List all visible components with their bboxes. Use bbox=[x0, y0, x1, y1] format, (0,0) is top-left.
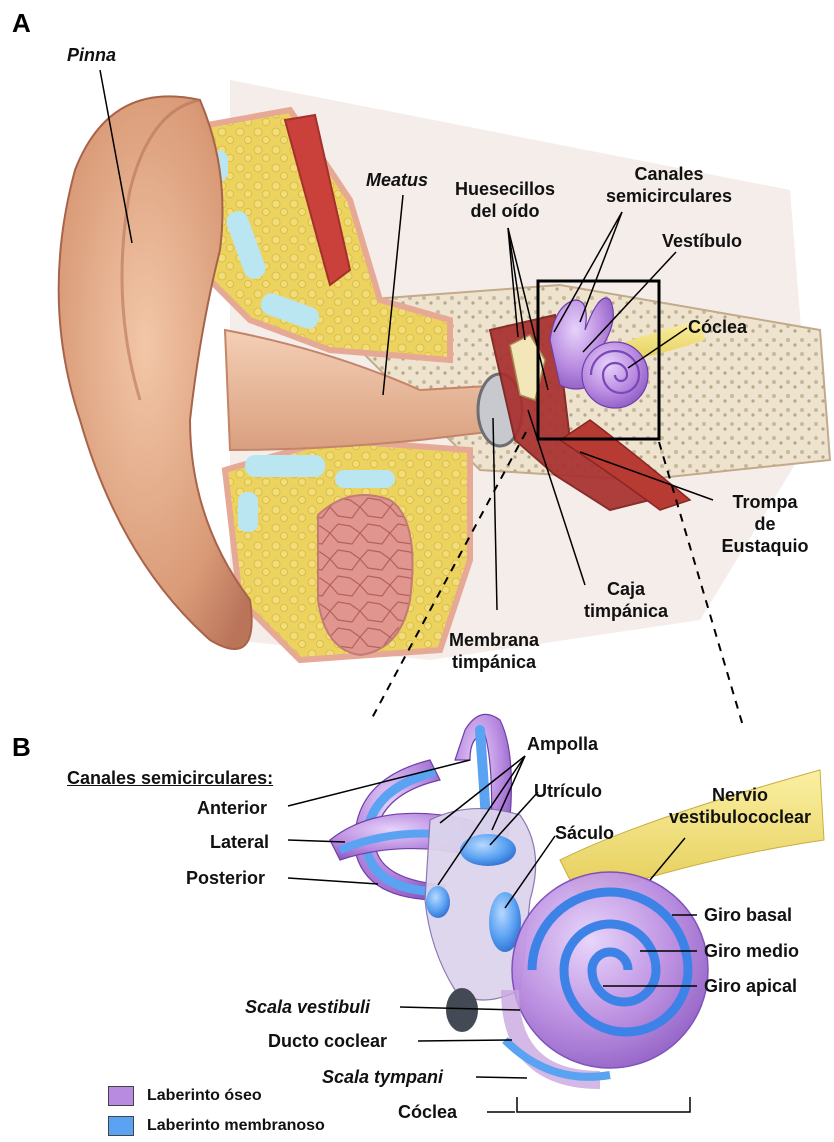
legend-swatch-membranous bbox=[108, 1116, 134, 1136]
label-tympanic-cavity-line1: Caja bbox=[556, 578, 696, 600]
label-eustachian-line1: Trompa bbox=[710, 491, 820, 513]
label-vestibule: Vestíbulo bbox=[662, 230, 742, 252]
parotid-gland bbox=[318, 495, 413, 655]
legend-label-bony: Laberinto óseo bbox=[147, 1085, 262, 1107]
label-canals-heading: Canales semicirculares: bbox=[67, 767, 273, 789]
label-ossicles-line2: del oído bbox=[436, 200, 574, 222]
cochlea-b bbox=[505, 872, 708, 1080]
label-saccule: Sáculo bbox=[555, 822, 614, 844]
legend-swatch-bony bbox=[108, 1086, 134, 1106]
label-cochlear-duct: Ducto coclear bbox=[268, 1030, 387, 1052]
label-tympanic-cavity-line2: timpánica bbox=[556, 600, 696, 622]
label-tympanic-membrane-line2: timpánica bbox=[424, 651, 564, 673]
label-eustachian-line3: Eustaquio bbox=[710, 535, 820, 557]
label-semicircular-canals: Canales semicirculares bbox=[584, 163, 754, 207]
label-middle-turn: Giro medio bbox=[704, 940, 799, 962]
label-eustachian-line2: de bbox=[710, 513, 820, 535]
panel-b-illustration bbox=[330, 714, 824, 1080]
label-cochlea-b: Cóclea bbox=[398, 1101, 457, 1123]
label-scala-tympani: Scala tympani bbox=[322, 1066, 443, 1088]
label-ampulla: Ampolla bbox=[527, 733, 598, 755]
legend-label-membranous: Laberinto membranoso bbox=[147, 1115, 325, 1137]
label-apical-turn: Giro apical bbox=[704, 975, 797, 997]
label-basal-turn: Giro basal bbox=[704, 904, 792, 926]
label-ossicles-line1: Huesecillos bbox=[436, 178, 574, 200]
ampulla-shape bbox=[426, 886, 450, 918]
label-lateral: Lateral bbox=[210, 831, 269, 853]
label-tympanic-cavity: Caja timpánica bbox=[556, 578, 696, 622]
panel-label-a: A bbox=[12, 8, 31, 39]
label-vestibulocochlear-nerve: Nervio vestibulococlear bbox=[650, 784, 830, 828]
panel-label-b: B bbox=[12, 732, 31, 763]
label-posterior: Posterior bbox=[186, 867, 265, 889]
label-semicircular-line2: semicirculares bbox=[584, 185, 754, 207]
label-cochlea-a: Cóclea bbox=[688, 316, 747, 338]
label-nerve-line2: vestibulococlear bbox=[650, 806, 830, 828]
label-meatus: Meatus bbox=[366, 169, 428, 191]
panel-a-illustration bbox=[40, 40, 830, 680]
label-nerve-line1: Nervio bbox=[650, 784, 830, 806]
label-tympanic-membrane: Membrana timpánica bbox=[424, 629, 564, 673]
label-pinna: Pinna bbox=[67, 44, 116, 66]
label-ossicles: Huesecillos del oído bbox=[436, 178, 574, 222]
label-anterior: Anterior bbox=[197, 797, 267, 819]
label-semicircular-line1: Canales bbox=[584, 163, 754, 185]
label-eustachian-tube: Trompa de Eustaquio bbox=[710, 491, 820, 557]
label-utricle: Utrículo bbox=[534, 780, 602, 802]
label-scala-vestibuli: Scala vestibuli bbox=[245, 996, 370, 1018]
label-tympanic-membrane-line1: Membrana bbox=[424, 629, 564, 651]
